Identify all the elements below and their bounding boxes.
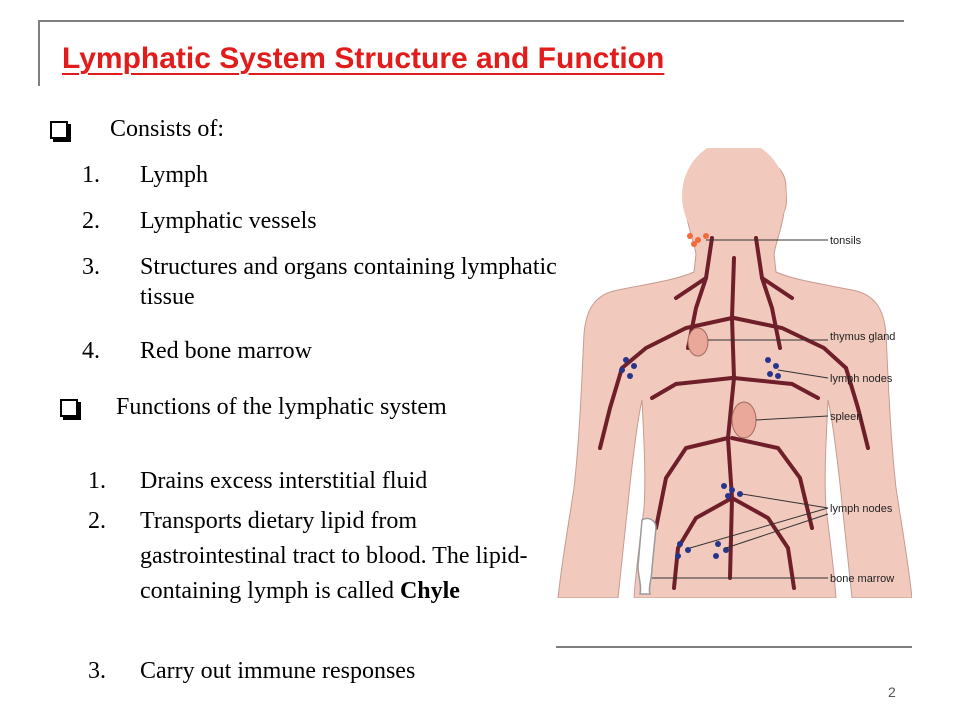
- list-item-text: Drains excess interstitial fluid: [140, 468, 428, 494]
- list-item: 1. Lymph: [82, 160, 562, 190]
- chyle-term: Chyle: [399, 578, 460, 604]
- list-item-text: Structures and organs containing lymphat…: [140, 254, 557, 310]
- list-item-number: 1.: [88, 468, 106, 494]
- label-tonsils: tonsils: [830, 235, 862, 247]
- checkbox-bullet-icon: [60, 399, 78, 417]
- leader-lines: [652, 239, 829, 579]
- lymph-nodes-upper: [619, 357, 781, 379]
- functions-heading: Functions of the lymphatic system: [116, 394, 447, 420]
- lymphatic-vessels: [598, 236, 870, 590]
- consists-bullet: Consists of:: [50, 114, 224, 144]
- label-lymph-nodes-upper: lymph nodes: [830, 373, 893, 385]
- list-item-text: Lymphatic vessels: [140, 208, 317, 234]
- label-thymus: thymus gland: [830, 331, 895, 343]
- slide-title: Lymphatic System Structure and Function: [62, 42, 665, 75]
- label-spleen: spleen: [830, 411, 862, 423]
- label-bone-marrow: bone marrow: [830, 573, 894, 585]
- frame-top-line: [38, 20, 904, 22]
- list-item-number: 2.: [88, 508, 106, 534]
- list-item-text: Transports dietary lipid from gastrointe…: [140, 508, 528, 604]
- list-item-number: 4.: [82, 338, 100, 364]
- head-shape: [682, 140, 786, 252]
- list-item: 3. Structures and organs containing lymp…: [82, 252, 562, 312]
- lymph-nodes-lower: [675, 483, 743, 559]
- consists-heading: Consists of:: [110, 116, 225, 142]
- frame-left-line: [38, 20, 40, 86]
- list-item-text: Red bone marrow: [140, 338, 312, 364]
- page-number: 2: [888, 684, 896, 700]
- figure-bottom-line: [556, 646, 912, 648]
- list-item: 1. Drains excess interstitial fluid: [88, 466, 538, 496]
- tonsils-marks: [687, 233, 709, 247]
- body-diagram: tonsils thymus gland lymph nodes spleen …: [557, 140, 913, 599]
- list-item-number: 2.: [82, 208, 100, 234]
- list-item-number: 1.: [82, 162, 100, 188]
- list-item: 3. Carry out immune responses: [88, 656, 538, 686]
- list-item-text: Lymph: [140, 162, 209, 188]
- thymus-gland: [687, 327, 709, 357]
- label-lymph-nodes-lower: lymph nodes: [830, 503, 893, 515]
- list-item-number: 3.: [82, 254, 100, 280]
- list-item-text: Carry out immune responses: [140, 658, 416, 684]
- list-item: 2. Lymphatic vessels: [82, 206, 562, 236]
- list-item: 4. Red bone marrow: [82, 336, 562, 366]
- spleen: [731, 401, 757, 439]
- bone-marrow: [637, 517, 657, 595]
- functions-bullet: Functions of the lymphatic system: [60, 392, 460, 422]
- list-item-number: 3.: [88, 658, 106, 684]
- checkbox-bullet-icon: [50, 121, 68, 139]
- list-item: 2. Transports dietary lipid from gastroi…: [88, 504, 538, 609]
- lymphatic-system-figure: tonsils thymus gland lymph nodes spleen …: [556, 140, 913, 599]
